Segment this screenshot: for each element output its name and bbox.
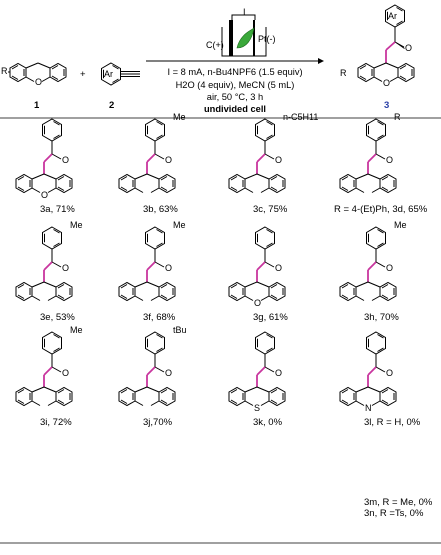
- reactant-1: O R: [1, 62, 67, 87]
- product-3a-carbonyl-o: O: [62, 155, 69, 165]
- product-3j-carbonyl-o: O: [165, 368, 172, 378]
- product-3c-carbonyl-o: O: [275, 155, 282, 165]
- product-3a-oxygen: O: [41, 190, 48, 200]
- condition-line-4: undivided cell: [204, 104, 266, 114]
- product-3e-yield-label: 3e, 53%: [40, 312, 75, 323]
- product-3d-carbonyl-o: O: [386, 155, 393, 165]
- product-3f: O Me 3f, 68%: [118, 220, 186, 323]
- product-3l-carbonyl-o: O: [386, 368, 393, 378]
- product-3e: O Me 3e, 53%: [15, 220, 83, 323]
- product-3k: O S 3k, 0%: [228, 331, 286, 428]
- product-3f-carbonyl-o: O: [165, 263, 172, 273]
- product-3n: 3n, R =Ts, 0%: [364, 508, 424, 519]
- product-3k-carbonyl-o: O: [275, 368, 282, 378]
- product-3g-carbonyl-o: O: [275, 263, 282, 273]
- product-3d: O R R = 4-(Et)Ph, 3d, 65%: [334, 112, 428, 215]
- product-3n-yield-label: 3n, R =Ts, 0%: [364, 508, 424, 519]
- product-3f-substituent: Me: [173, 220, 186, 230]
- product-3k-yield-label: 3k, 0%: [253, 417, 283, 428]
- arrow-head: [318, 58, 324, 64]
- reactant-1-label: 1: [34, 100, 40, 111]
- product-3h-carbonyl-o: O: [386, 263, 393, 273]
- product-3l: O N 3l, R = H, 0%: [339, 331, 421, 428]
- product-3d-yield-label: R = 4-(Et)Ph, 3d, 65%: [334, 204, 428, 215]
- product-3k-substituent: S: [254, 403, 260, 413]
- product-grid: O O 3a, 71% O Me 3b, 63% On-C5H11 3c, 75% O R R = …: [15, 112, 433, 519]
- condition-line-3: air, 50 °C, 3 h: [207, 92, 263, 102]
- product-3i-substituent: Me: [70, 325, 83, 335]
- electrochemical-cell-icon: I C(+) Pt(-): [206, 7, 276, 57]
- product-3m: 3m, R = Me, 0%: [364, 497, 433, 508]
- product-3g: O O 3g, 61%: [228, 226, 288, 323]
- reactant-1-oxygen: O: [35, 77, 42, 87]
- product-3b-substituent: Me: [173, 112, 186, 122]
- product-3m-yield-label: 3m, R = Me, 0%: [364, 497, 433, 508]
- product-ar-group: Ar: [388, 11, 397, 21]
- product-3c-substituent: n-C5H11: [283, 112, 318, 122]
- product-3i: O Me 3i, 72%: [15, 325, 83, 428]
- product-3e-carbonyl-o: O: [62, 263, 69, 273]
- product-r-group: R: [340, 68, 347, 78]
- current-symbol: I: [243, 7, 246, 17]
- product-3h-yield-label: 3h, 70%: [364, 312, 399, 323]
- reactant-2-label: 2: [109, 100, 114, 111]
- product-3e-substituent: Me: [70, 220, 83, 230]
- product-3: Ar O O R: [340, 4, 415, 88]
- product-3g-yield-label: 3g, 61%: [253, 312, 288, 323]
- reactant-2: Ar: [101, 62, 140, 86]
- product-3l-yield-label: 3l, R = H, 0%: [364, 417, 421, 428]
- product-3b: O Me 3b, 63%: [118, 112, 186, 215]
- reactant-1-r-group: R: [1, 66, 8, 76]
- product-3a-yield-label: 3a, 71%: [40, 204, 75, 215]
- product-3h: O Me 3h, 70%: [339, 220, 407, 323]
- product-3h-substituent: Me: [394, 220, 407, 230]
- cathode-label: Pt(-): [258, 34, 276, 44]
- reactant-2-ar-group: Ar: [104, 69, 113, 79]
- product-3b-carbonyl-o: O: [165, 155, 172, 165]
- product-3c-yield-label: 3c, 75%: [253, 204, 288, 215]
- product-3j-substituent: tBu: [173, 325, 187, 335]
- product-3i-yield-label: 3i, 72%: [40, 417, 72, 428]
- product-3c: On-C5H11 3c, 75%: [228, 112, 318, 215]
- product-carbonyl-o: O: [405, 43, 412, 53]
- product-3f-yield-label: 3f, 68%: [143, 312, 176, 323]
- product-3g-oxygen: O: [254, 298, 261, 308]
- anode-label: C(+): [206, 40, 224, 50]
- leaf-icon: [236, 27, 255, 49]
- condition-line-2: H2O (4 equiv), MeCN (5 mL): [176, 80, 295, 90]
- product-3b-yield-label: 3b, 63%: [143, 204, 178, 215]
- product-label: 3: [384, 100, 389, 111]
- product-3i-carbonyl-o: O: [62, 368, 69, 378]
- product-3d-substituent: R: [394, 112, 401, 122]
- product-3l-substituent: N: [365, 403, 372, 413]
- condition-line-1: I = 8 mA, n-Bu4NPF6 (1.5 equiv): [167, 67, 302, 77]
- plus-sign: +: [80, 69, 86, 80]
- product-3a: O O 3a, 71%: [15, 118, 75, 215]
- product-3j-yield-label: 3j,70%: [143, 417, 173, 428]
- product-oxygen: O: [383, 78, 390, 88]
